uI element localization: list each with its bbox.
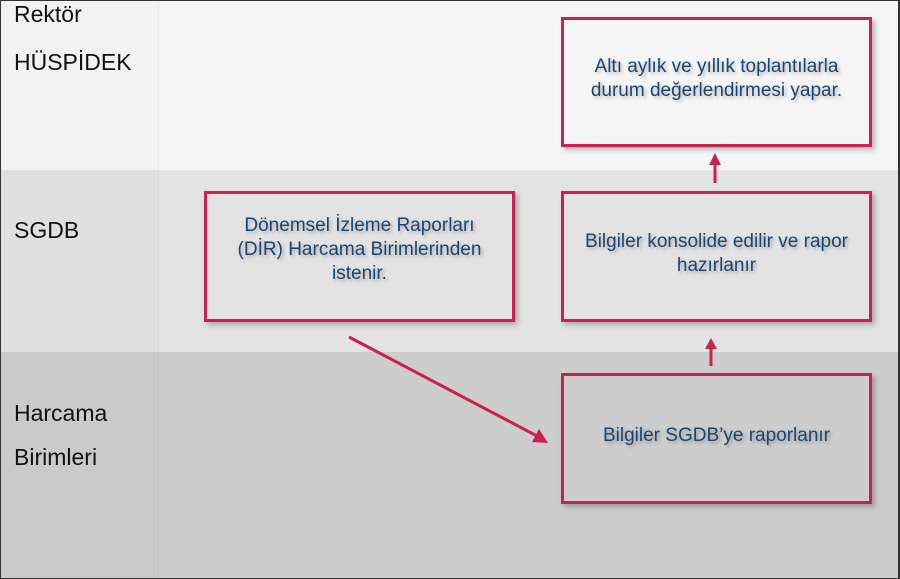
box-consolidate: Bilgiler konsolide edilir ve rapor hazır… — [561, 191, 872, 322]
lane-label-harcama: Harcama — [14, 400, 108, 426]
lane-rektor: Rektör HÜSPİDEK — [1, 1, 898, 170]
lane-label-birimleri: Birimleri — [14, 444, 98, 470]
lane-label-huspidek: HÜSPİDEK — [14, 49, 132, 75]
arrow-diagonal-icon — [348, 335, 548, 443]
lane-label-sgdb: SGDB — [14, 217, 80, 243]
box-report-request: Dönemsel İzleme Raporları (DİR) Harcama … — [204, 191, 515, 322]
box-units-report: Bilgiler SGDB’ye raporlanır — [561, 373, 872, 504]
lane-label-rektor: Rektör — [14, 1, 82, 27]
box-status-review: Altı aylık ve yıllık toplantılarla durum… — [561, 17, 872, 147]
arrow-up-icon — [705, 338, 717, 366]
arrow-up-icon — [709, 153, 721, 183]
